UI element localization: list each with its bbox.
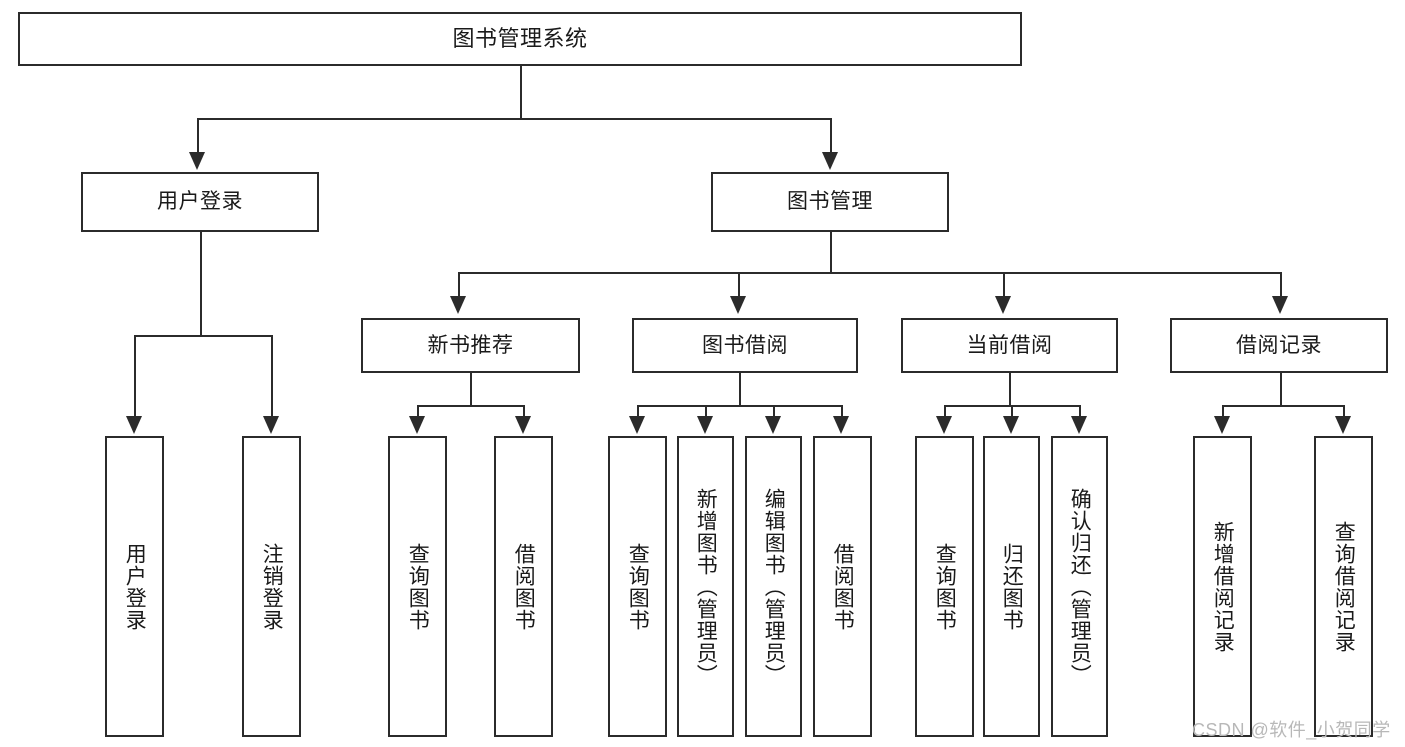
arrow-to-leaf-edit-book (765, 416, 781, 434)
arrow-to-leaf-add-record (1214, 416, 1230, 434)
node-label: 借阅记录 (1236, 333, 1322, 357)
arrow-to-current-borrow (995, 296, 1011, 314)
connector-current-borrow-stem (1009, 373, 1011, 405)
node-user-login[interactable]: 用户登录 (81, 172, 319, 232)
leaf-borrow-book[interactable]: 借阅图书 (813, 436, 872, 737)
connector-book-borrow-leg-3 (773, 405, 775, 418)
node-label: 归还图书 (1000, 542, 1024, 631)
connector-new-book-leg-1 (417, 405, 419, 418)
arrow-to-leaf-query-book-1 (409, 416, 425, 434)
connector-borrow-records-bus (1222, 405, 1343, 407)
arrow-to-book-borrow (730, 296, 746, 314)
arrow-to-leaf-query-book-3 (936, 416, 952, 434)
connector-root-stem (520, 66, 522, 118)
arrow-to-leaf-return-book (1003, 416, 1019, 434)
connector-new-book-stem (470, 373, 472, 405)
leaf-logout[interactable]: 注销登录 (242, 436, 301, 737)
node-label: 查询图书 (626, 542, 650, 631)
connector-current-borrow-leg-2 (1011, 405, 1013, 418)
leaf-confirm-return-admin[interactable]: 确认归还（管理员） (1051, 436, 1108, 737)
arrow-to-book-manage (822, 152, 838, 170)
leaf-query-book-recommend[interactable]: 查询图书 (388, 436, 447, 737)
node-label: 新增图书（管理员） (694, 487, 718, 686)
arrow-to-leaf-borrow-book-2 (833, 416, 849, 434)
node-label: 用户登录 (157, 190, 243, 214)
leaf-add-borrow-record[interactable]: 新增借阅记录 (1193, 436, 1252, 737)
node-label: 编辑图书（管理员） (762, 487, 786, 686)
connector-root-leg-left (197, 118, 199, 154)
node-label: 查询图书 (933, 542, 957, 631)
connector-level3-leg-2 (738, 272, 740, 298)
leaf-query-book-borrow[interactable]: 查询图书 (608, 436, 667, 737)
arrow-to-leaf-query-book-2 (629, 416, 645, 434)
connector-level3-leg-4 (1280, 272, 1282, 298)
connector-user-login-stem (200, 232, 202, 335)
node-label: 新书推荐 (427, 333, 514, 357)
node-label: 新增借阅记录 (1211, 520, 1235, 653)
arrow-to-leaf-add-book (697, 416, 713, 434)
connector-root-bus (197, 118, 831, 120)
arrow-to-borrow-records (1272, 296, 1288, 314)
node-label: 图书管理 (787, 190, 873, 214)
connector-level3-leg-1 (458, 272, 460, 298)
node-label: 借阅图书 (512, 542, 536, 631)
connector-borrow-records-leg-1 (1222, 405, 1224, 418)
arrow-to-user-login (189, 152, 205, 170)
connector-book-borrow-leg-2 (705, 405, 707, 418)
connector-book-manage-stem (830, 232, 832, 272)
node-label: 图书管理系统 (452, 25, 588, 51)
connector-level3-leg-3 (1003, 272, 1005, 298)
leaf-return-book[interactable]: 归还图书 (983, 436, 1040, 737)
leaf-borrow-book-recommend[interactable]: 借阅图书 (494, 436, 553, 737)
connector-user-login-bus (134, 335, 271, 337)
node-label: 查询借阅记录 (1332, 520, 1356, 653)
arrow-to-leaf-user-login (126, 416, 142, 434)
node-label: 查询图书 (406, 542, 430, 631)
node-root-system[interactable]: 图书管理系统 (18, 12, 1022, 66)
arrow-to-new-book-recommend (450, 296, 466, 314)
connector-user-login-leg-2 (271, 335, 273, 418)
node-borrow-records[interactable]: 借阅记录 (1170, 318, 1388, 373)
connector-user-login-leg-1 (134, 335, 136, 418)
connector-level3-bus (458, 272, 1280, 274)
connector-current-borrow-leg-3 (1079, 405, 1081, 418)
connector-root-leg-right (830, 118, 832, 154)
arrow-to-leaf-confirm-return (1071, 416, 1087, 434)
node-current-borrow[interactable]: 当前借阅 (901, 318, 1118, 373)
node-label: 注销登录 (260, 542, 284, 631)
connector-new-book-bus (417, 405, 523, 407)
connector-book-borrow-leg-1 (637, 405, 639, 418)
arrow-to-leaf-logout (263, 416, 279, 434)
leaf-query-borrow-record[interactable]: 查询借阅记录 (1314, 436, 1373, 737)
arrow-to-leaf-query-record (1335, 416, 1351, 434)
node-label: 借阅图书 (831, 542, 855, 631)
connector-book-borrow-bus (637, 405, 841, 407)
node-book-borrow[interactable]: 图书借阅 (632, 318, 858, 373)
leaf-user-login[interactable]: 用户登录 (105, 436, 164, 737)
node-label: 确认归还（管理员） (1068, 487, 1092, 686)
node-new-book-recommend[interactable]: 新书推荐 (361, 318, 580, 373)
node-label: 图书借阅 (702, 333, 788, 357)
node-label: 当前借阅 (966, 333, 1053, 357)
connector-book-borrow-stem (739, 373, 741, 405)
leaf-query-book-current[interactable]: 查询图书 (915, 436, 974, 737)
connector-new-book-leg-2 (523, 405, 525, 418)
node-label: 用户登录 (123, 542, 147, 631)
connector-borrow-records-stem (1280, 373, 1282, 405)
connector-book-borrow-leg-4 (841, 405, 843, 418)
leaf-add-book-admin[interactable]: 新增图书（管理员） (677, 436, 734, 737)
leaf-edit-book-admin[interactable]: 编辑图书（管理员） (745, 436, 802, 737)
connector-current-borrow-leg-1 (944, 405, 946, 418)
node-book-manage[interactable]: 图书管理 (711, 172, 949, 232)
arrow-to-leaf-borrow-book-1 (515, 416, 531, 434)
connector-borrow-records-leg-2 (1343, 405, 1345, 418)
